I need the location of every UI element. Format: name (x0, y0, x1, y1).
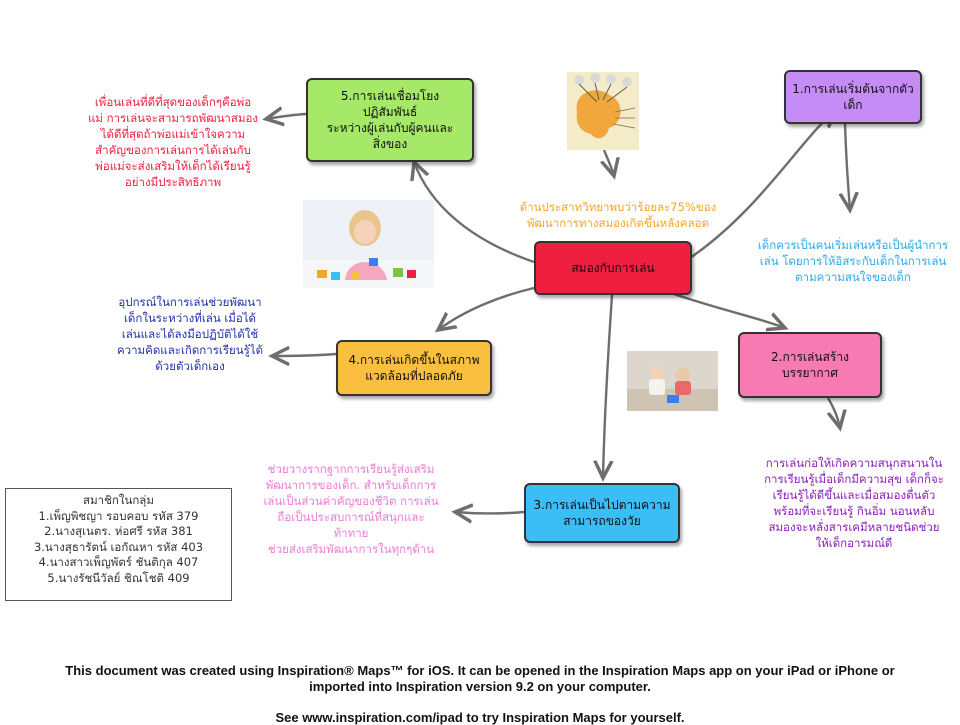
center-node-label: สมองกับการเล่น (571, 261, 655, 275)
center-node[interactable]: สมองกับการเล่น (534, 241, 692, 295)
branch-2-label: 2.การเล่นสร้างบรรยากาศ (771, 350, 849, 380)
branch-node-3[interactable]: 3.การเล่นเป็นไปตามความ สามารถของวัย (524, 483, 680, 543)
branch-5-note: เพื่อนเล่นที่ดีที่สุดของเด็กๆคือพ่อ แม่ … (87, 95, 259, 189)
branch-1-label: 1.การเล่นเริ่มต้นจากตัวเด็ก (792, 82, 914, 112)
connector-image-to-center (604, 149, 614, 176)
connector-center-to-branch1 (689, 110, 836, 259)
member-item: 1.เพ็ญพิชญา รอบคอบ รหัส 379 (38, 508, 199, 523)
branch-node-4[interactable]: 4.การเล่นเกิดขึ้นในสภาพ แวดล้อมที่ปลอดภั… (336, 340, 492, 396)
connector-branch4-to-note (272, 354, 337, 356)
connector-branch1-to-note (845, 121, 850, 210)
member-item: 4.นางสาวเพ็ญพัตร์ ชันติกุล 407 (38, 555, 199, 569)
branch-node-1[interactable]: 1.การเล่นเริ่มต้นจากตัวเด็ก (784, 70, 922, 124)
branch-2-note: การเล่นก่อให้เกิดความสนุกสนานใน การเรียน… (764, 456, 944, 550)
footer-line-3: See www.inspiration.com/ipad to try Insp… (275, 710, 685, 725)
connector-center-to-branch4 (438, 286, 535, 330)
top-note: ด้านประสาทวิทยาพบว่าร้อยละ75%ของ พัฒนากา… (519, 200, 717, 230)
branch-1-note: เด็กควรเป็นคนเริ่มเล่นหรือเป็นผู้นำการ เ… (757, 238, 949, 284)
branch-node-5[interactable]: 5.การเล่นเชื่อมโยงปฏิสัมพันธ์ ระหว่างผู้… (306, 78, 474, 162)
connector-center-to-branch2 (667, 290, 785, 328)
footer-line-1: This document was created using Inspirat… (65, 663, 895, 678)
member-item: 5.นางรัชนีวัลย์ ชิณโชติ 409 (47, 570, 190, 585)
connector-branch3-to-note (455, 512, 525, 514)
members-title: สมาชิกในกลุ่ม (83, 493, 154, 507)
footer-line-2: imported into Inspiration version 9.2 on… (309, 679, 651, 694)
branch-3-label: 3.การเล่นเป็นไปตามความ สามารถของวัย (533, 498, 671, 528)
connector-branch2-to-note (828, 397, 840, 428)
connector-center-to-branch3 (603, 294, 612, 478)
child-playing-blocks-image (303, 200, 434, 288)
kids-on-beach-image (627, 351, 718, 411)
connector-branch5-to-note (266, 114, 307, 119)
member-item: 2.นางสุเนตร. ห่อศรี รหัส 381 (44, 524, 193, 538)
member-item: 3.นางสุธารัตน์ เอกัณหา รหัส 403 (33, 539, 204, 554)
brain-illustration-image (567, 72, 639, 150)
branch-node-2[interactable]: 2.การเล่นสร้างบรรยากาศ (738, 332, 882, 398)
connector-center-to-branch5 (414, 162, 535, 264)
branch-3-note: ช่วยวางรากฐากการเรียนรู้ส่งเสริม พัฒนากา… (263, 462, 439, 556)
branch-5-label: 5.การเล่นเชื่อมโยงปฏิสัมพันธ์ ระหว่างผู้… (326, 89, 454, 151)
group-members-box: สมาชิกในกลุ่ม 1.เพ็ญพิชญา รอบคอบ รหัส 37… (5, 488, 232, 601)
branch-4-note: อุปกรณ์ในการเล่นช่วยพัฒนา เด็กในระหว่างท… (116, 295, 264, 373)
branch-4-label: 4.การเล่นเกิดขึ้นในสภาพ แวดล้อมที่ปลอดภั… (348, 353, 480, 383)
